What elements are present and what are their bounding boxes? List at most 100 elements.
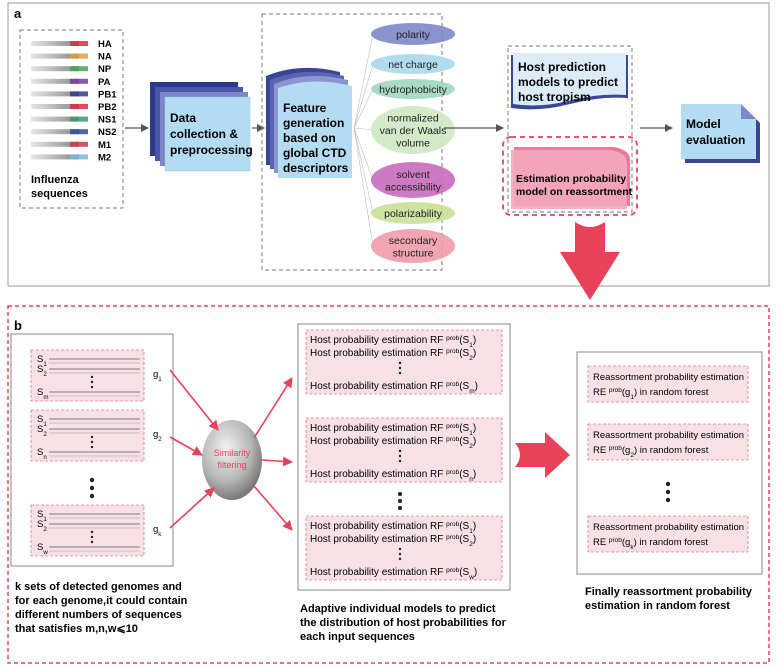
reassort-line2: RE prob(gk) in random forest [593, 537, 708, 551]
segment-label: HA [98, 39, 112, 50]
model-evaluation-box: Model evaluation [681, 104, 760, 163]
caption-left: k sets of detected genomes and for each … [15, 581, 188, 635]
arrow-out-of-filter [261, 456, 293, 467]
reassort-frame [576, 351, 763, 575]
arrow-out-of-filter [253, 377, 293, 439]
descriptor-label: polarizability [384, 208, 443, 220]
feature-line3: based on [283, 131, 336, 145]
ellipsis-dot [90, 530, 94, 534]
similarity-line1: Similarity [214, 448, 251, 458]
ellipsis-dot [90, 385, 94, 389]
caption-left-line2: for each genome,it could contain [15, 595, 188, 607]
descriptor-ellipse [371, 79, 455, 99]
descriptor-ellipse [371, 202, 455, 224]
fan-line [353, 127, 374, 247]
descriptor-label: van der Waals [380, 125, 447, 137]
feature-line4: global CTD [283, 146, 347, 160]
caption-right: Finally reassortment probability estimat… [585, 586, 753, 612]
descriptor-ellipse [371, 23, 455, 45]
genome-g-label: g2 [153, 429, 162, 443]
caption-left-line3: different numbers of sequences [15, 609, 182, 621]
arrow-into-filter [169, 369, 219, 431]
descriptor-ellipse [371, 162, 455, 198]
host-group-box [305, 417, 503, 483]
genome-seq-label: S2 [37, 519, 47, 533]
fan-line [353, 88, 374, 129]
host-estimation-text: Host probability estimation RF prob(Sn) [310, 469, 476, 483]
fan-line [353, 127, 374, 214]
vertical-dots-genomes [89, 477, 95, 499]
segment-bar [31, 78, 79, 84]
genome-sets-frame [10, 333, 174, 567]
host-estimation-text: Host probability estimation RF prob(S2) [310, 348, 476, 362]
descriptor-label: secondary [389, 235, 438, 247]
ellipsis-dot [90, 535, 94, 539]
ellipsis-dot [90, 540, 94, 544]
segment-bar [31, 41, 79, 46]
ellipsis-dot [398, 454, 402, 458]
host-prediction-line1: Host prediction [518, 60, 606, 74]
estimation-line2: model on reassortment [516, 186, 633, 198]
descriptor-label: solvent [396, 169, 429, 181]
feature-line5: descriptors [283, 161, 349, 175]
ellipsis-dot [398, 506, 402, 510]
thick-right-arrow [515, 432, 570, 478]
fan-line [353, 127, 374, 181]
host-group-box [305, 329, 503, 395]
genome-seq-label: S1 [37, 414, 47, 428]
genome-seq-label: S2 [37, 364, 47, 378]
panel-b-label: b [14, 318, 22, 333]
segment-label: M1 [98, 140, 112, 151]
data-collection-line3: preprocessing [170, 143, 253, 157]
similarity-arrows [169, 369, 293, 531]
influenza-label-line1: Influenza [31, 174, 80, 186]
descriptor-ellipse [371, 229, 455, 263]
segment-color-band [70, 78, 88, 84]
segment-bar [31, 91, 79, 97]
influenza-label-line2: sequences [31, 188, 88, 200]
segment-color-band [70, 53, 88, 59]
segment-label: NS2 [98, 127, 116, 138]
segment-bar [31, 116, 79, 122]
similarity-line2: filtering [217, 460, 246, 470]
segment-bar [31, 53, 79, 59]
ellipsis-dot [398, 547, 402, 551]
ellipsis-dot [90, 380, 94, 384]
reassort-box [587, 515, 749, 553]
segment-label: PA [98, 77, 111, 88]
segment-bar [31, 66, 79, 72]
reassort-box [587, 423, 749, 461]
segment-color-band [70, 104, 88, 109]
host-group-box [305, 515, 503, 581]
host-estimation-text: Host probability estimation RF prob(Sw) [310, 567, 477, 581]
caption-mid-line2: the distribution of host probabilities f… [300, 617, 507, 629]
data-collection-box [164, 96, 251, 172]
ellipsis-dot [90, 445, 94, 449]
ellipsis-dot [398, 492, 402, 496]
ellipsis-dot [398, 371, 402, 375]
reassort-line1: Reassortment probability estimation [593, 372, 744, 383]
genome-set-box [30, 409, 145, 462]
host-models-frame [297, 323, 511, 591]
genome-g-label: g1 [153, 369, 162, 383]
descriptor-fan-lines [353, 33, 374, 247]
genome-g-label: gk [153, 524, 162, 538]
model-eval-line2: evaluation [686, 133, 745, 147]
descriptor-label: normalized [387, 113, 439, 125]
genome-seq-label: S1 [37, 354, 47, 368]
segment-color-band [70, 141, 88, 147]
segment-label: M2 [98, 152, 111, 163]
panel-a-frame [7, 2, 770, 287]
genome-seq-label: Sm [37, 387, 48, 401]
reassort-box [587, 365, 749, 403]
panel-a-label: a [14, 6, 22, 21]
caption-left-line1: k sets of detected genomes and [15, 581, 182, 593]
segment-color-band [70, 116, 88, 122]
ellipsis-dot [398, 499, 402, 503]
caption-mid: Adaptive individual models to predict th… [300, 603, 507, 643]
descriptor-label: volume [396, 138, 430, 150]
arrow-into-filter [169, 487, 215, 529]
